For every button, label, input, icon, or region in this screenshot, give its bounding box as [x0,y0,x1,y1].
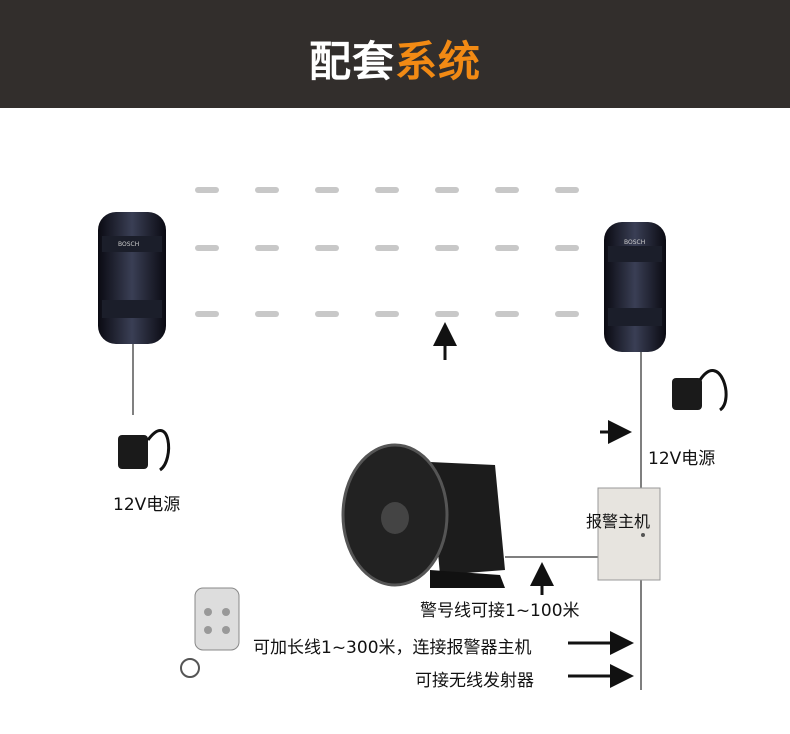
beam-dash [255,187,279,193]
beam-dash [315,245,339,251]
beam-dash [375,245,399,251]
beam-dash [195,187,219,193]
siren-speaker-icon [341,443,505,588]
svg-text:BOSCH: BOSCH [624,239,645,246]
beam-dash [495,311,519,317]
alarm-control-box-icon [597,487,661,581]
title-white: 配套 [308,37,395,86]
wireless-label: 可接无线发射器 [415,671,534,691]
beam-dash [435,311,459,317]
beam-dash [435,187,459,193]
beam-dash [555,187,579,193]
wireless-remote-icon [180,587,240,678]
beam-dash [255,311,279,317]
beam-dash [375,311,399,317]
extend-wire-label: 可加长线1~300米，连接报警器主机 [253,638,532,658]
beam-dash [555,311,579,317]
beam-dash [555,245,579,251]
control-panel-label: 报警主机 [586,512,651,531]
title-orange: 系统 [395,37,482,86]
beam-dash [435,245,459,251]
power-label-right: 12V电源 [648,449,716,469]
beam-dash [495,245,519,251]
beam-dash [195,311,219,317]
svg-text:BOSCH: BOSCH [118,241,139,248]
beam-dash [315,187,339,193]
beam-dash [195,245,219,251]
beam-dash [315,311,339,317]
right-beam-detector: BOSCH [604,222,666,352]
beam-dash [255,245,279,251]
beam-dash [375,187,399,193]
infrared-beams [195,187,579,317]
power-adapter-right-icon [672,369,728,412]
siren-wire-label: 警号线可接1~100米 [420,601,580,621]
beam-dash [495,187,519,193]
power-label-left: 12V电源 [113,495,181,515]
page-title: 配套系统 [0,28,790,89]
left-beam-detector: BOSCH [98,212,166,344]
power-adapter-left-icon [118,429,171,472]
header-banner: 配套系统 [0,0,790,108]
